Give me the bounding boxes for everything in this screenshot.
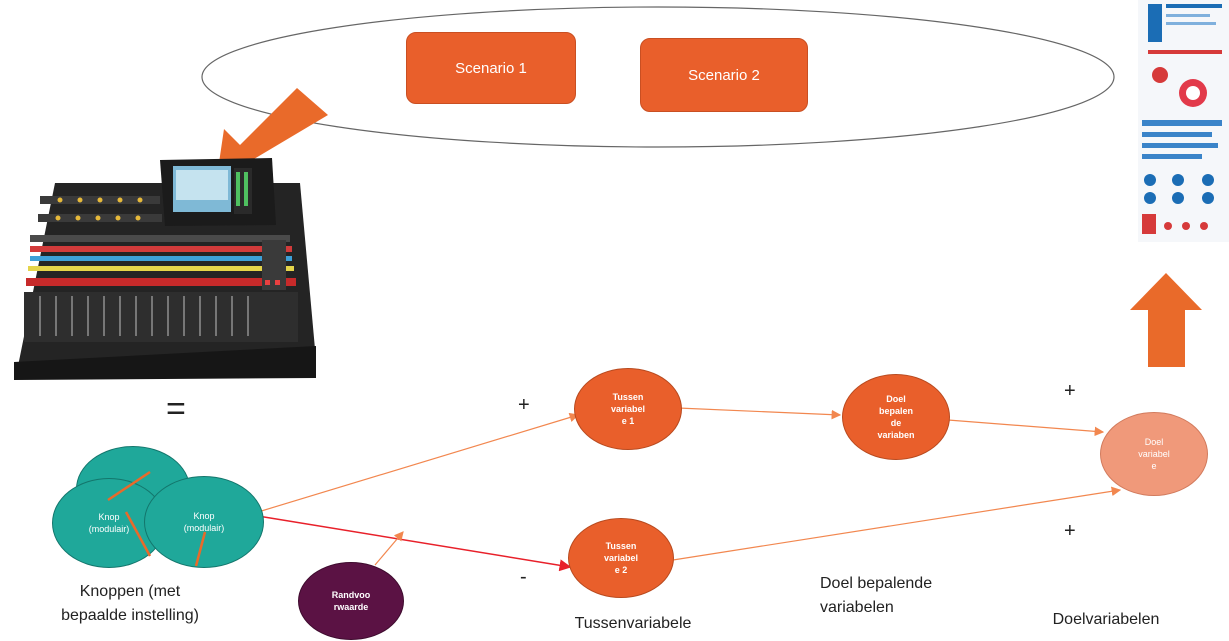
- edge-knobs-tussen1: [257, 412, 580, 513]
- minus-sign-tussen-2: -: [520, 566, 527, 588]
- scenario-2-box: Scenario 2: [640, 38, 808, 112]
- equals-sign: =: [166, 390, 186, 428]
- knob-circle-right: Knop (modulair): [144, 476, 264, 568]
- mixing-console-image: [14, 158, 316, 380]
- scenario-ellipse: [201, 6, 1115, 148]
- doel-variabele-label: Doel variabel e: [1138, 437, 1170, 471]
- scenario-1-label: Scenario 1: [455, 59, 527, 77]
- edge-doelbepalend-doel: [947, 419, 1105, 437]
- tussen-variabele-1-label: Tussen variabel e 1: [610, 392, 646, 426]
- randvoorwaarde-node: Randvoo rwaarde: [298, 562, 404, 640]
- plus-sign-doel-top: +: [1064, 380, 1076, 402]
- doel-variabele-node: Doel variabel e: [1100, 412, 1208, 496]
- plus-sign-doel-bottom: +: [1064, 520, 1076, 542]
- doel-bepalend-label: Doel bepalen de variaben: [877, 394, 915, 440]
- randvoorwaarde-label: Randvoo rwaarde: [331, 590, 371, 612]
- block-arrow-up: [1130, 273, 1202, 367]
- knob-left-label: Knop (modulair): [88, 512, 130, 534]
- scenario-1-box: Scenario 1: [406, 32, 576, 104]
- tussen-variabele-2-label: Tussen variabel e 2: [603, 541, 639, 575]
- doel-bepalende-caption: Doel bepalende variabelen: [820, 575, 933, 616]
- infographic-image: [1138, 0, 1229, 242]
- edge-knobs-tussen2: [257, 515, 572, 572]
- edge-tussen2-doel: [672, 486, 1122, 561]
- edge-tussen1-doelbepalend: [677, 407, 842, 420]
- tussen-variabele-1-node: Tussen variabel e 1: [574, 368, 682, 450]
- knob-right-label: Knop (modulair): [183, 511, 225, 533]
- scenario-2-label: Scenario 2: [688, 66, 760, 84]
- doel-bepalend-node: Doel bepalen de variaben: [842, 374, 950, 460]
- tussenvariabele-caption: Tussenvariabele: [574, 615, 692, 632]
- knobs-caption: Knoppen (met bepaalde instelling): [61, 583, 199, 624]
- doelvariabelen-caption: Doelvariabelen: [1052, 611, 1160, 628]
- plus-sign-tussen-1: +: [518, 394, 530, 416]
- tussen-variabele-2-node: Tussen variabel e 2: [568, 518, 674, 598]
- edge-rand-to-knobs-edge: [374, 531, 404, 566]
